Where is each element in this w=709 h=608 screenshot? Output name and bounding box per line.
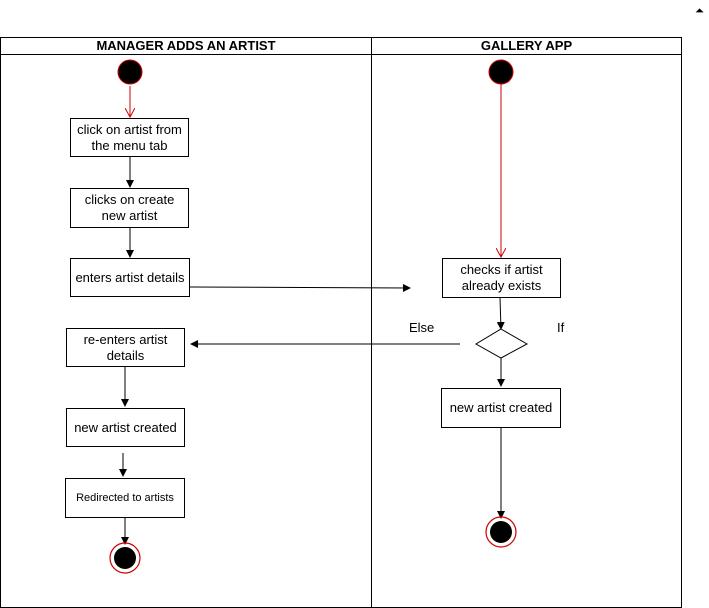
- action-enter-artist-details: enters artist details: [70, 258, 190, 297]
- start-node-manager: [117, 59, 143, 85]
- flow-check-to-decision: [496, 297, 505, 330]
- action-label: new artist created: [449, 400, 553, 415]
- lane-title-gallery-app: GALLERY APP: [372, 38, 681, 55]
- action-check-artist-exists: checks if artist already exists: [442, 258, 561, 298]
- end-node-manager: [114, 547, 136, 569]
- guard-if-label: If: [557, 320, 565, 335]
- action-label: new artist created: [74, 419, 177, 435]
- action-gallery-artist-created: new artist created: [441, 388, 561, 428]
- action-label: clicks on create new artist: [84, 192, 175, 223]
- action-label: enters artist details: [75, 269, 185, 285]
- action-label: re-enters artist details: [83, 331, 168, 363]
- action-label: checks if artist already exists: [460, 262, 543, 293]
- guard-else-label: Else: [409, 320, 435, 335]
- end-node-gallery-app: [490, 521, 512, 543]
- action-click-artist-menu: click on artist from the menu tab: [70, 118, 189, 157]
- start-node-gallery-app: [488, 59, 514, 85]
- corner-arrow-icon: ⏶: [695, 5, 704, 17]
- decision-diamond: [475, 328, 529, 359]
- end-node-manager-ring: [109, 542, 141, 574]
- action-redirected-to-artists: Redirected to artists: [65, 478, 185, 518]
- action-create-new-artist: clicks on create new artist: [70, 188, 189, 228]
- action-label: click on artist from the menu tab: [77, 121, 182, 153]
- action-label: Redirected to artists: [76, 492, 174, 504]
- action-manager-artist-created: new artist created: [66, 408, 185, 447]
- end-node-gallery-app-ring: [485, 516, 517, 548]
- flow-enter-details-to-check: [189, 283, 411, 292]
- lane-title-manager: MANAGER ADDS AN ARTIST: [1, 38, 371, 55]
- action-reenter-artist-details: re-enters artist details: [66, 328, 185, 367]
